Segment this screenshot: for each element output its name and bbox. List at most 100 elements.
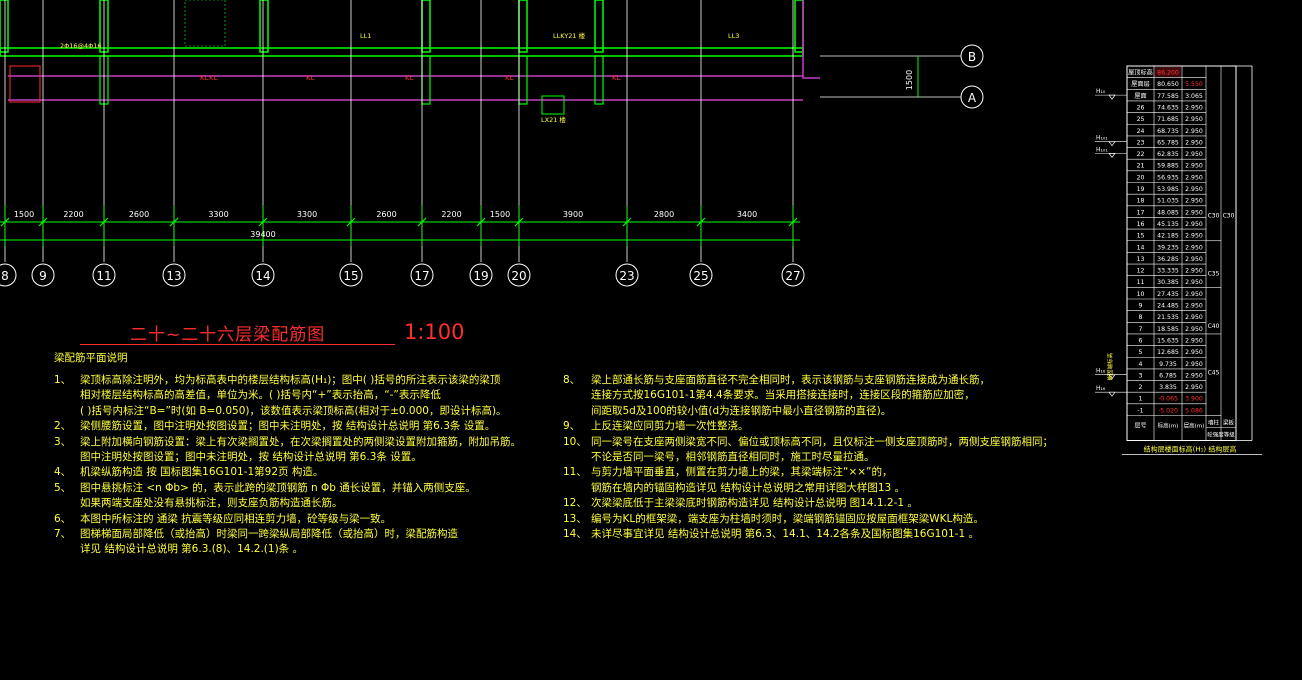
dim-value: 2600 bbox=[376, 210, 396, 219]
table-cell-height: 2.950 bbox=[1185, 291, 1203, 298]
note-text: 编号为KL的框架梁，端支座为柱墙时须时，梁端钢筋锚固应按屋面框架梁WKL构造。 bbox=[591, 512, 984, 525]
table-cell-floor: 20 bbox=[1137, 174, 1145, 181]
beam-label: LL3 bbox=[728, 32, 739, 40]
table-cell-floor: 21 bbox=[1137, 163, 1145, 170]
beam-mark: KL bbox=[209, 74, 218, 82]
note-text: 不论是否同一梁号，相邻钢筋直径相同时，施工时尽量拉通。 bbox=[591, 450, 875, 463]
table-cell-floor: 屋顶标高 bbox=[1128, 69, 1153, 77]
axis-label-11: 11 bbox=[96, 269, 111, 283]
table-cell-height: 2.950 bbox=[1185, 326, 1203, 333]
table-cell-floor: 12 bbox=[1137, 268, 1145, 275]
level-triangle bbox=[1108, 141, 1116, 147]
beam-label: LX21 楼 bbox=[541, 115, 566, 124]
table-cell-floor: 1 bbox=[1139, 396, 1143, 403]
table-cell-elevation: 59.885 bbox=[1157, 163, 1179, 170]
table-cell-floor: 23 bbox=[1137, 139, 1145, 146]
table-cell-floor: 24 bbox=[1137, 128, 1145, 135]
axis-bubble-A bbox=[960, 85, 984, 109]
embedment-note: 嵌固端标高 bbox=[1106, 353, 1114, 381]
table-cell-elevation: 3.835 bbox=[1159, 384, 1177, 391]
beam-mark: KL bbox=[505, 74, 514, 82]
footer-label: 梁板 bbox=[1223, 419, 1235, 427]
axis-label-19: 19 bbox=[473, 269, 488, 283]
dim-value: 2200 bbox=[441, 210, 461, 219]
note-number: 9、 bbox=[563, 420, 581, 433]
table-cell-height: 2.950 bbox=[1185, 151, 1203, 158]
note-number: 5、 bbox=[54, 481, 72, 494]
axis-label-23: 23 bbox=[619, 269, 634, 283]
beam-label: LL1 bbox=[360, 32, 371, 40]
table-cell-floor: 8 bbox=[1139, 314, 1143, 321]
wall-column bbox=[518, 0, 528, 53]
table-cell-height: 2.950 bbox=[1185, 303, 1203, 310]
table-cell-elevation: 21.535 bbox=[1157, 314, 1179, 321]
header-height: 层高(m) bbox=[1184, 422, 1205, 430]
dim-value: 3900 bbox=[563, 210, 583, 219]
axis-bubble-B bbox=[960, 44, 984, 68]
table-cell-elevation: 33.335 bbox=[1157, 268, 1179, 275]
table-cell-elevation: 27.435 bbox=[1157, 291, 1179, 298]
wall-column bbox=[794, 0, 804, 53]
table-cell-elevation: 45.135 bbox=[1157, 221, 1179, 228]
table-cell-height: 2.950 bbox=[1185, 349, 1203, 356]
note-text: 本图中所标注的 通梁 抗震等级应同相连剪力墙，砼等级与梁一致。 bbox=[80, 512, 392, 525]
axis-bubble-25 bbox=[689, 263, 713, 287]
axis-bubble-27 bbox=[781, 263, 805, 287]
table-cell-height: 2.950 bbox=[1185, 209, 1203, 216]
table-cell-floor: -1 bbox=[1137, 407, 1143, 414]
header-elevation: 标高(m) bbox=[1158, 422, 1179, 430]
table-cell-height: 2.950 bbox=[1185, 186, 1203, 193]
note-text: 如果两端支座处没有悬挑标注，则支座负筋构造通长筋。 bbox=[80, 497, 343, 510]
note-number: 14、 bbox=[563, 527, 587, 540]
note-number: 7、 bbox=[54, 527, 72, 540]
note-number: 4、 bbox=[54, 466, 72, 479]
level-triangle bbox=[1108, 391, 1116, 397]
table-cell-elevation: 24.485 bbox=[1157, 303, 1179, 310]
table-cell-height: 2.950 bbox=[1185, 372, 1203, 379]
table-cell-height: 2.950 bbox=[1185, 198, 1203, 205]
concrete-grade-col: C35 bbox=[1208, 271, 1220, 278]
table-cell-floor: 9 bbox=[1139, 303, 1143, 310]
table-cell-floor: 22 bbox=[1137, 151, 1145, 158]
note-text: 图梯梯面局部降低（或抬高）时梁同一跨梁纵局部降低（或抬高）时，梁配筋构造 bbox=[80, 527, 458, 540]
table-cell-floor: 10 bbox=[1137, 291, 1145, 298]
beam-spec-callout bbox=[184, 0, 226, 47]
table-cell-elevation: 74.635 bbox=[1157, 104, 1179, 111]
table-cell-height: 3.065 bbox=[1185, 93, 1203, 100]
beam-mark: KL bbox=[306, 74, 315, 82]
table-cell-elevation: 39.235 bbox=[1157, 244, 1179, 251]
level-mark: H₁₆ bbox=[1096, 368, 1106, 375]
axis-bubble-15 bbox=[339, 263, 363, 287]
table-cell-elevation: 77.585 bbox=[1157, 93, 1179, 100]
note-text: 梁侧腰筋设置，图中注明处按图设置；图中未注明处，按 结构设计总说明 第6.3条 … bbox=[80, 420, 496, 433]
table-cell-elevation: 30.385 bbox=[1157, 279, 1179, 286]
table-cell-height: 2.950 bbox=[1185, 163, 1203, 170]
table-cell-elevation: -0.065 bbox=[1158, 396, 1178, 403]
column-section bbox=[421, 55, 431, 105]
table-cell-floor: 2 bbox=[1139, 384, 1143, 391]
table-cell-elevation: 36.285 bbox=[1157, 256, 1179, 263]
note-text: 图中悬挑标注 <n Φb> 的，表示此跨的梁顶钢筋 n Φb 通长设置，并锚入两… bbox=[80, 481, 476, 494]
note-text: 梁上部通长筋与支座面筋直径不完全相同时，表示该钢筋与支座钢筋连接成为通长筋， bbox=[591, 374, 990, 386]
note-text: 次梁梁底低于主梁梁底时钢筋构造详见 结构设计总说明 图14.1.2-1 。 bbox=[591, 497, 918, 510]
note-text: 相对楼层结构标高的高差值，单位为米。( )括号内“+”表示抬高，“-”表示降低 bbox=[80, 389, 441, 402]
dim-value: 3300 bbox=[208, 210, 228, 219]
notes-heading: 梁配筋平面说明 bbox=[54, 352, 128, 364]
note-text: 未详尽事宜详见 结构设计总说明 第6.3、14.1、14.2各条及国标图集16G… bbox=[591, 527, 979, 540]
table-cell-elevation: 86.200 bbox=[1157, 70, 1179, 77]
level-triangle bbox=[1108, 94, 1116, 100]
axis-bubble-9 bbox=[31, 263, 55, 287]
note-number: 8、 bbox=[563, 374, 581, 386]
concrete-grade-col: C45 bbox=[1208, 370, 1220, 377]
note-number: 10、 bbox=[563, 435, 587, 448]
axis-bubble-19 bbox=[469, 263, 493, 287]
wall-column bbox=[421, 0, 431, 53]
axis-label-17: 17 bbox=[414, 269, 429, 283]
table-cell-floor: 17 bbox=[1137, 209, 1145, 216]
column-section bbox=[594, 55, 604, 105]
table-cell-floor: 13 bbox=[1137, 256, 1145, 263]
table-cell-floor: 6 bbox=[1139, 337, 1143, 344]
